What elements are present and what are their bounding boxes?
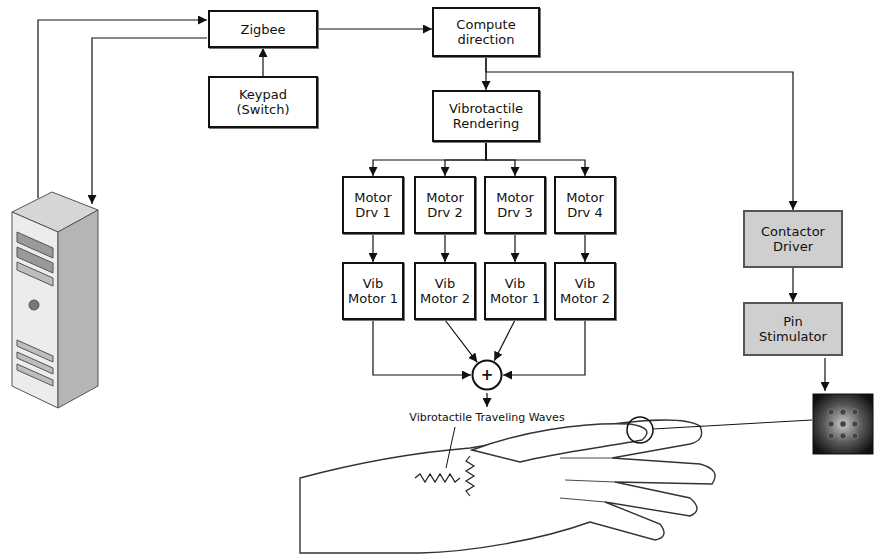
node-text: + <box>481 368 494 383</box>
connector-arrow <box>445 320 477 362</box>
output-arrow <box>486 393 487 407</box>
figure-label: Vibrotactile Traveling Waves <box>407 411 566 424</box>
node-text: Compute direction <box>437 17 535 47</box>
circle-outline <box>473 361 502 390</box>
driver-box: Motor Drv 1 <box>342 176 404 234</box>
connector-arrow <box>503 320 585 375</box>
node-text: Vibrotactile Rendering <box>437 101 535 131</box>
connector-arrow <box>486 142 515 176</box>
wave-mark <box>466 456 474 496</box>
motor-box: Vib Motor 1 <box>342 262 404 320</box>
output-arrow <box>824 358 825 391</box>
node-text: Motor Drv 2 <box>419 190 471 220</box>
leader-line <box>446 427 455 468</box>
connector-arrow <box>445 142 486 176</box>
node-text: Contactor Driver <box>748 224 838 254</box>
node-text: Motor Drv 4 <box>559 190 611 220</box>
connector-arrow <box>373 320 471 375</box>
node-text: Vib Motor 2 <box>419 276 471 306</box>
connector-arrow <box>262 48 263 76</box>
process-box: Compute direction <box>432 7 540 57</box>
driver-box: Motor Drv 3 <box>484 176 546 234</box>
driver-box: Motor Drv 4 <box>554 176 616 234</box>
node-text: Vib Motor 1 <box>347 276 399 306</box>
node-text: Motor Drv 3 <box>489 190 541 220</box>
radio-module: Zigbee <box>208 10 318 48</box>
focus-circle <box>627 417 653 443</box>
stimulator-box: Pin Stimulator <box>743 302 843 356</box>
wave-mark <box>415 474 460 482</box>
link-wire <box>92 38 207 204</box>
hand-illustration <box>300 420 715 553</box>
node-text: Zigbee <box>240 22 285 37</box>
driver-box: Contactor Driver <box>743 210 843 268</box>
connector-arrow <box>373 142 486 176</box>
connector-arrow <box>514 234 515 262</box>
node-text: Pin Stimulator <box>748 314 838 344</box>
connector-arrow <box>584 234 585 262</box>
connector-arrow <box>444 234 445 262</box>
pin-array-image <box>813 394 873 454</box>
motor-box: Vib Motor 2 <box>554 262 616 320</box>
connector-arrow <box>494 320 515 361</box>
node-text: Keypad (Switch) <box>213 87 313 117</box>
driver-box: Motor Drv 2 <box>414 176 476 234</box>
connector-arrow <box>372 234 373 262</box>
computer-icon <box>12 192 98 408</box>
node-text: Vib Motor 1 <box>489 276 541 306</box>
connector-arrow <box>486 142 585 176</box>
process-box: Vibrotactile Rendering <box>432 90 540 142</box>
node-text: Vib Motor 2 <box>559 276 611 306</box>
input-box: Keypad (Switch) <box>208 76 318 128</box>
sum-junction: + <box>471 359 503 391</box>
link-wire <box>38 20 207 198</box>
motor-box: Vib Motor 1 <box>484 262 546 320</box>
connector-arrow <box>792 268 793 302</box>
motor-box: Vib Motor 2 <box>414 262 476 320</box>
node-text: Motor Drv 1 <box>347 190 399 220</box>
leader-line <box>653 420 812 429</box>
connector-arrow <box>318 28 432 29</box>
